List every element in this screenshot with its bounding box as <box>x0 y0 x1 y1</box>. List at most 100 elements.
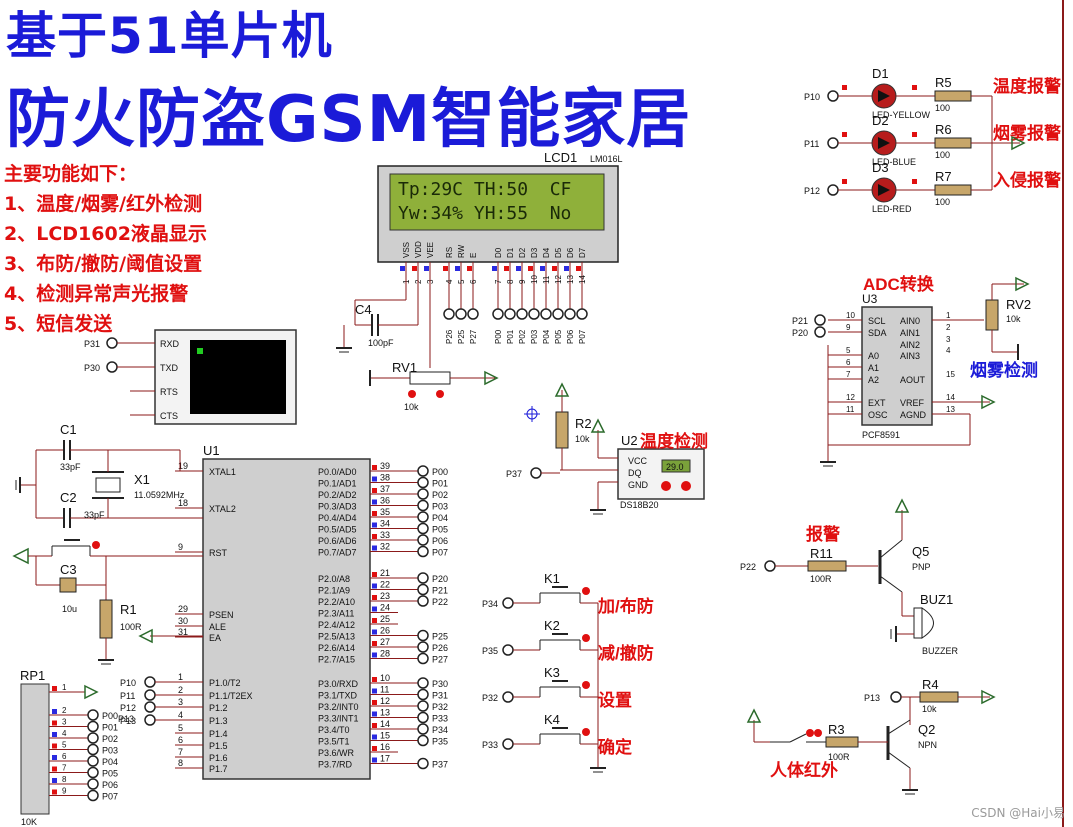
mcu-pin-ea: EA <box>209 633 221 643</box>
net-terminal <box>492 308 504 320</box>
mcu-pin-number: 21 <box>380 568 390 578</box>
pin-marker <box>372 499 377 505</box>
mcu-pin-rst: RST <box>209 548 228 558</box>
rp1-net-label: P07 <box>102 792 118 802</box>
mcu-p1-net: P11 <box>120 691 135 701</box>
c3-ref: C3 <box>60 562 77 577</box>
pin-marker <box>372 476 377 482</box>
mcu-net-label: P02 <box>432 490 448 500</box>
adc-pin-vref: VREF <box>900 398 925 408</box>
c4-ref: C4 <box>355 302 372 317</box>
mcu-pin-number: 19 <box>178 461 188 471</box>
feature-item-4: 4、检测异常声光报警 <box>4 283 189 305</box>
terminal-pin-rxd: RXD <box>160 339 180 349</box>
mcu-pin-number: 29 <box>178 604 188 614</box>
led-net-label: P11 <box>804 139 819 149</box>
mcu-p1-net: P12 <box>120 703 136 713</box>
adc-title: ADC转换 <box>863 274 935 294</box>
net-terminal <box>502 691 514 703</box>
alarm-label: 烟雾报警 <box>993 123 1061 143</box>
led-resistor-value: 100 <box>935 150 950 160</box>
adc-pin-ain3: AIN3 <box>900 351 920 361</box>
led-color-label: LED-BLUE <box>872 157 916 167</box>
net-terminal <box>504 308 516 320</box>
lcd-ref: LCD1 <box>544 150 577 165</box>
lcd-pin-vdd: VDD <box>414 241 423 258</box>
lcd-pin-d5: D5 <box>554 247 563 258</box>
buz1-ref: BUZ1 <box>920 592 953 607</box>
led-ref: D1 <box>872 66 889 81</box>
mcu-net-label: P21 <box>432 586 448 596</box>
mcu-pin-number: 4 <box>178 710 183 720</box>
net-terminal <box>576 308 588 320</box>
mcu-pin-number: 32 <box>380 542 390 552</box>
mcu-net-label: P32 <box>432 702 448 712</box>
mcu-pin-number: 38 <box>380 473 390 483</box>
lcd-net-label: P04 <box>542 329 551 344</box>
mcu-pin-number: 1 <box>178 672 183 682</box>
mcu-pin-p1-1-t2ex: P1.1/T2EX <box>209 691 253 701</box>
ds18b20-reading: 29.0 <box>666 462 684 472</box>
pin-marker <box>912 85 917 90</box>
net-terminal <box>814 326 826 338</box>
net-terminal <box>87 732 99 744</box>
net-terminal <box>417 757 429 770</box>
pin-marker <box>372 700 377 705</box>
key-ref: K2 <box>544 618 560 633</box>
watermark: CSDN @Hai小易 <box>971 806 1065 820</box>
pin-marker <box>372 677 377 682</box>
pin-marker <box>372 641 377 646</box>
pin-marker <box>372 688 377 694</box>
resistor-pack-rp1: RP1 10K 12P003P014P025P036P047P058P069P0… <box>20 668 134 827</box>
pin-marker <box>372 711 377 717</box>
pin-marker <box>372 534 377 539</box>
net-terminal <box>417 641 429 653</box>
rp1-pin-number: 5 <box>62 741 67 750</box>
pin-marker <box>372 606 377 612</box>
pin-marker <box>912 132 917 137</box>
net-terminal <box>417 583 429 596</box>
lcd-pin-d0: D0 <box>494 247 503 258</box>
adc-pin-a0: A0 <box>868 351 879 361</box>
r11-ref: R11 <box>810 546 833 561</box>
net-terminal <box>87 743 99 756</box>
led-resistor-value: 100 <box>935 197 950 207</box>
ds18b20-model: DS18B20 <box>620 500 659 510</box>
pir-circuit: P13 R4 10k Q2 NPN R3 100R 人体红外 <box>746 677 996 795</box>
lcd-pin-d7: D7 <box>578 247 587 258</box>
rp1-pin-number: 3 <box>62 718 67 727</box>
ds18b20-pin-gnd: GND <box>628 480 649 490</box>
key-net-label: P35 <box>482 646 498 656</box>
c1-ref: C1 <box>60 422 77 437</box>
crystal-circuit: C1 33pF C2 33pF X1 11.0592MHz <box>15 422 203 528</box>
mcu-pin-p2-3-a11: P2.3/A11 <box>318 609 354 619</box>
net-terminal <box>87 778 99 790</box>
r4-value: 10k <box>922 704 937 714</box>
buzzer-circuit: 报警 P22 R11 100R Q5 PNP BUZ1 BUZZER <box>740 498 959 656</box>
buzzer-label: 报警 <box>806 524 840 544</box>
r3-value: 100R <box>828 752 850 762</box>
adc-pin-number: 4 <box>946 346 951 355</box>
pin-marker <box>540 266 545 271</box>
ds18b20-label: 温度检测 <box>640 431 708 451</box>
pin-marker <box>564 266 569 271</box>
adc-pin-agnd: AGND <box>900 410 927 420</box>
mcu-pin-p3-4-t0: P3.4/T0 <box>318 725 350 735</box>
mcu-pin-p1-0-t2: P1.0/T2 <box>209 678 241 688</box>
mcu-net-label: P35 <box>432 737 448 747</box>
net-terminal <box>516 308 528 320</box>
terminal-pin-txd: TXD <box>160 363 179 373</box>
mcu-pin-p0-5-ad5: P0.5/AD5 <box>318 525 357 535</box>
lcd-net-label: P25 <box>457 329 466 344</box>
q2-type: NPN <box>918 740 937 750</box>
lcd-pin-vee: VEE <box>426 242 435 258</box>
adc-pin-ain1: AIN1 <box>900 328 920 338</box>
net-terminal <box>827 90 839 102</box>
pin-marker <box>372 583 377 589</box>
mcu-pin-number: 26 <box>380 626 390 636</box>
mcu-net-label: P27 <box>432 655 448 665</box>
mcu-net-label: P30 <box>432 679 448 689</box>
pin-marker <box>912 179 917 184</box>
adc-pin-scl: SCL <box>868 316 886 326</box>
net-terminal <box>417 652 429 665</box>
